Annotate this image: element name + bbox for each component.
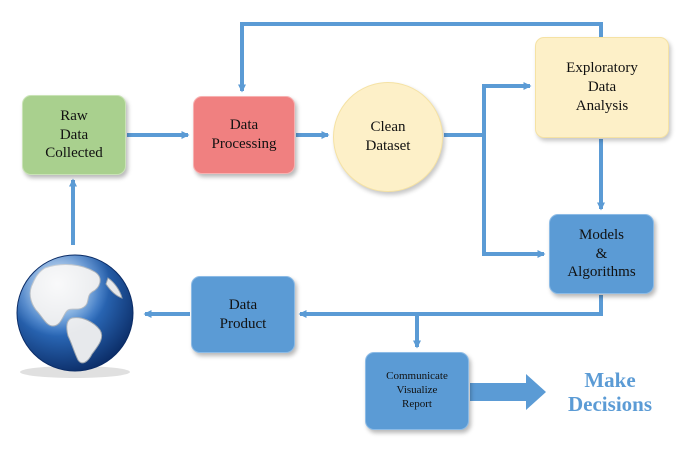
arrow-clean-to-models — [482, 135, 546, 258]
arrow-models-to-product — [298, 295, 603, 318]
exploratory-data-analysis-label: Exploratory Data Analysis — [566, 60, 638, 114]
raw-data-collected-label: Raw Data Collected — [45, 107, 103, 162]
communicate-visualize-report-label: Communicate Visualize Report — [386, 370, 448, 410]
data-processing-label: Data Processing — [211, 117, 277, 152]
communicate-visualize-report-box: Communicate Visualize Report — [365, 352, 469, 430]
clean-dataset-circle: Clean Dataset — [333, 82, 443, 192]
data-product-label: Data Product — [219, 296, 267, 332]
models-algorithms-label: Models & Algorithms — [567, 226, 636, 281]
raw-data-collected-box: Raw Data Collected — [22, 95, 126, 175]
globe-icon — [16, 254, 134, 378]
make-decisions-label: Make Decisions — [568, 367, 652, 416]
exploratory-data-analysis-box: Exploratory Data Analysis — [535, 37, 669, 138]
models-algorithms-box: Models & Algorithms — [549, 214, 654, 294]
arrow-eda-feedback-to-processing — [238, 22, 603, 93]
make-decisions-text: Make Decisions — [552, 368, 668, 416]
arrow-clean-to-eda — [444, 82, 532, 137]
data-product-box: Data Product — [191, 276, 295, 353]
data-processing-box: Data Processing — [193, 96, 295, 174]
clean-dataset-label: Clean Dataset — [365, 119, 411, 154]
arrow-communicate-to-decisions — [470, 374, 546, 410]
